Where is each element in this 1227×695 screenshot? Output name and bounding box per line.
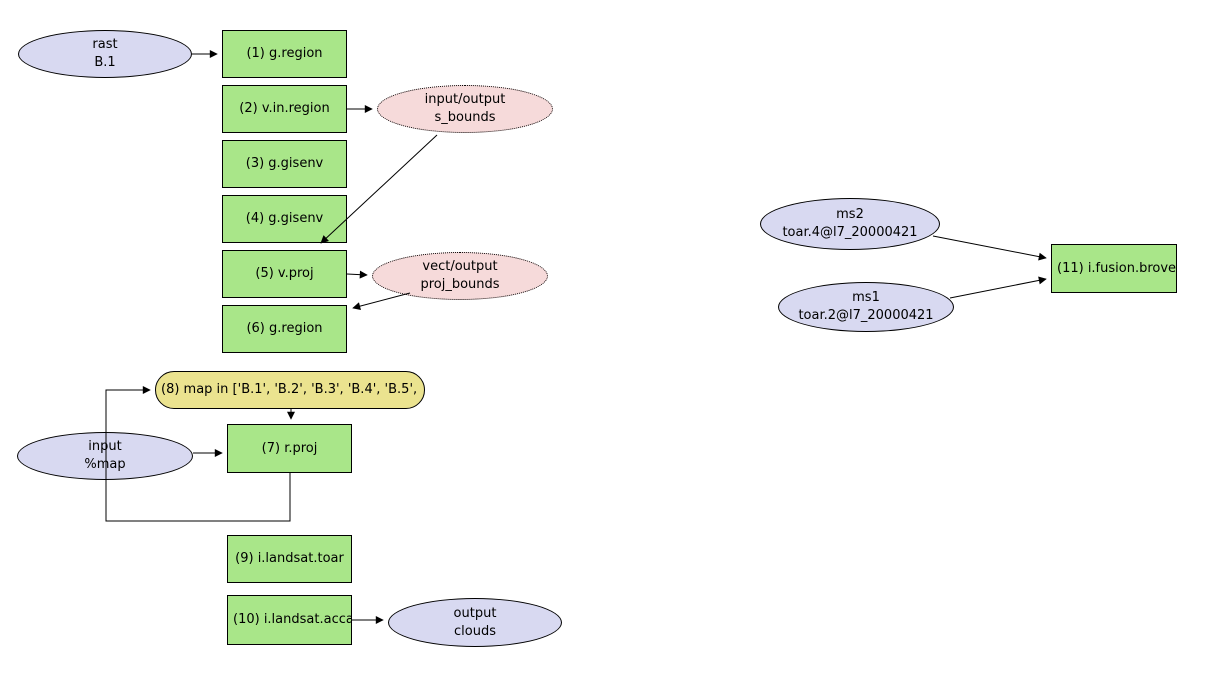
edge-ms1-to-cmd11 [949, 276, 1047, 299]
command-node-label: (11) i.fusion.brovey [1057, 260, 1177, 276]
data-node-rast-b1[interactable]: rast B.1 [18, 30, 192, 78]
data-node-label: ms2 [836, 207, 864, 222]
data-node-label: proj_bounds [420, 277, 500, 292]
command-node-label: (6) g.region [246, 321, 323, 336]
command-node-g-region-6[interactable]: (6) g.region [222, 305, 347, 353]
command-node-i-fusion-brovey-11[interactable]: (11) i.fusion.brovey [1051, 244, 1177, 293]
data-node-label: toar.2@l7_20000421 [798, 308, 934, 323]
command-node-label: (9) i.landsat.toar [235, 551, 344, 566]
command-node-g-gisenv-4[interactable]: (4) g.gisenv [222, 195, 347, 243]
data-node-label: output [453, 605, 497, 621]
data-node-label: input [88, 439, 122, 454]
data-node-label: vect/output [422, 259, 498, 274]
command-node-label: (5) v.proj [255, 266, 314, 281]
data-node-label: toar.4@l7_20000421 [782, 225, 918, 240]
command-node-label: (1) g.region [246, 46, 323, 61]
command-node-g-region-1[interactable]: (1) g.region [222, 30, 347, 78]
command-node-label: (2) v.in.region [239, 101, 330, 116]
command-node-g-gisenv-3[interactable]: (3) g.gisenv [222, 140, 347, 188]
data-node-input-map[interactable]: input %map [17, 432, 193, 480]
command-node-v-proj-5[interactable]: (5) v.proj [222, 250, 347, 298]
command-node-label: (4) g.gisenv [245, 211, 324, 226]
command-node-v-in-region-2[interactable]: (2) v.in.region [222, 85, 347, 133]
data-node-label: B.1 [94, 55, 116, 70]
loop-node-map-bands[interactable]: (8) map in ['B.1', 'B.2', 'B.3', 'B.4', … [155, 371, 425, 409]
data-node-label: input/output [424, 92, 506, 107]
command-node-label: (7) r.proj [261, 440, 318, 456]
data-node-proj-bounds[interactable]: vect/output proj_bounds [372, 252, 548, 300]
data-node-s-bounds[interactable]: input/output s_bounds [377, 85, 553, 133]
command-node-i-landsat-acca-10[interactable]: (10) i.landsat.acca [227, 595, 352, 645]
command-node-label: (10) i.landsat.acca [233, 612, 352, 627]
data-node-label: %map [84, 457, 126, 472]
edge-projbounds-to-cmd6 [352, 292, 411, 311]
data-node-ms1[interactable]: ms1 toar.2@l7_20000421 [778, 282, 954, 332]
edge-ms2-to-cmd11 [932, 235, 1047, 261]
data-node-ms2[interactable]: ms2 toar.4@l7_20000421 [760, 198, 940, 250]
command-node-r-proj-7[interactable]: (7) r.proj [227, 424, 352, 473]
edge-cmd5-to-projbounds [346, 270, 368, 279]
data-node-output-clouds[interactable]: output clouds [388, 598, 562, 647]
data-node-label: s_bounds [434, 110, 496, 125]
command-node-i-landsat-toar-9[interactable]: (9) i.landsat.toar [227, 535, 352, 583]
command-node-label: (3) g.gisenv [245, 156, 324, 171]
loop-node-label: (8) map in ['B.1', 'B.2', 'B.3', 'B.4', … [161, 382, 418, 397]
data-node-label: ms1 [852, 290, 880, 305]
data-node-label: rast [92, 37, 118, 52]
data-node-label: clouds [454, 623, 496, 639]
